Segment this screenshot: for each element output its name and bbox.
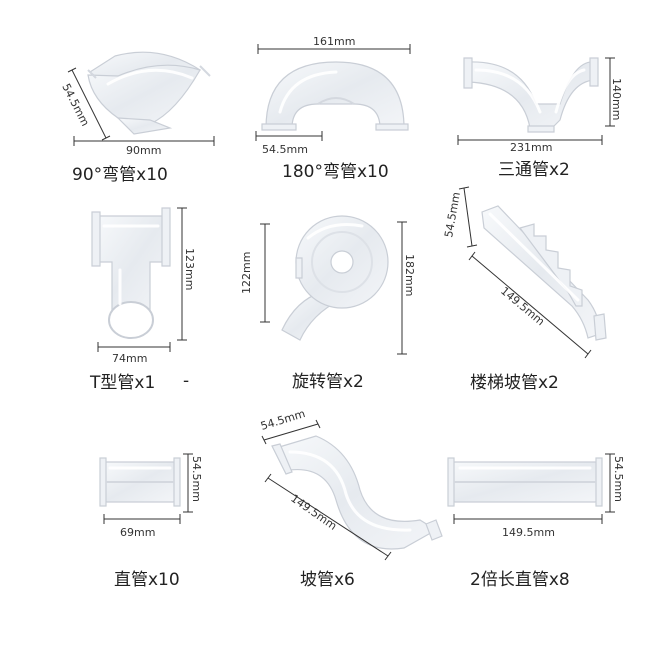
part-label: T型管x1 — [89, 373, 155, 393]
dim-text: 182mm — [403, 254, 416, 296]
item-double-straight: 54.5mm 149.5mm 2倍长直管x8 — [447, 453, 625, 590]
item-90-elbow: 54.5mm 90mm 90°弯管x10 — [59, 51, 215, 185]
dim-text: 54.5mm — [190, 456, 203, 502]
item-stair-slope: 54.5mm 149.5mm 楼梯坡管x2 — [442, 186, 607, 393]
dim-elbow-90-width: 90mm — [73, 136, 215, 157]
dim-stair-width: 54.5mm — [442, 186, 478, 248]
dim-three-way-width: 231mm — [457, 135, 603, 154]
dim-text: 54.5mm — [262, 143, 308, 156]
dim-text: 123mm — [183, 248, 196, 290]
elbow-90-image — [87, 51, 211, 135]
t-pipe-image — [91, 207, 171, 339]
dim-text: 90mm — [126, 144, 161, 157]
dim-straight-height: 54.5mm — [183, 453, 203, 513]
item-straight: 54.5mm 69mm 直管x10 — [99, 453, 203, 590]
item-t-pipe: 123mm 74mm T型管x1 - — [89, 207, 196, 393]
part-label: 旋转管x2 — [292, 372, 364, 392]
part-label: 楼梯坡管x2 — [470, 373, 559, 393]
dim-text: 54.5mm — [612, 456, 625, 502]
dim-elbow-180-opening: 54.5mm — [255, 131, 323, 156]
double-straight-image — [447, 457, 603, 507]
dim-text: 69mm — [120, 526, 155, 539]
item-slope: 54.5mm 149.5mm 坡管x6 — [259, 407, 443, 590]
item-180-elbow: 161mm 54.5mm 180°弯管x10 — [255, 35, 411, 182]
dim-text: 149.5mm — [288, 492, 339, 533]
part-label: 三通管x2 — [498, 160, 570, 180]
dim-t-pipe-width: 74mm — [97, 342, 171, 365]
spiral-image — [281, 215, 389, 341]
stray-dash-mark: - — [183, 371, 189, 391]
dim-text: 161mm — [313, 35, 355, 48]
dim-text: 149.5mm — [502, 526, 555, 539]
dim-double-straight-width: 149.5mm — [453, 514, 603, 539]
dim-text: 231mm — [510, 141, 552, 154]
part-label: 90°弯管x10 — [72, 165, 168, 185]
spiral-center-hole — [330, 250, 354, 274]
t-pipe-opening — [108, 301, 154, 339]
dim-straight-width: 69mm — [103, 514, 181, 539]
item-three-way: 140mm 231mm 三通管x2 — [457, 57, 623, 180]
part-label: 坡管x6 — [300, 570, 355, 590]
dim-text: 149.5mm — [498, 284, 547, 328]
dim-text: 122mm — [240, 252, 253, 294]
three-way-image — [463, 57, 599, 133]
part-label: 直管x10 — [114, 570, 180, 590]
part-label: 180°弯管x10 — [282, 162, 389, 182]
dim-text: 54.5mm — [59, 81, 91, 128]
dim-text: 74mm — [112, 352, 147, 365]
dim-spiral-width: 182mm — [397, 221, 416, 355]
dim-text: 54.5mm — [442, 191, 463, 238]
stair-slope-image — [481, 205, 607, 341]
slope-image — [271, 435, 443, 550]
dim-text: 140mm — [610, 78, 623, 120]
dim-elbow-180-width: 161mm — [257, 35, 411, 54]
dim-spiral-height: 122mm — [240, 223, 270, 323]
part-label: 2倍长直管x8 — [470, 570, 570, 590]
straight-image — [99, 457, 181, 507]
dim-t-pipe-height: 123mm — [177, 207, 196, 341]
dim-double-straight-height: 54.5mm — [605, 453, 625, 513]
item-spiral: 122mm 182mm 旋转管x2 — [240, 215, 416, 392]
dim-three-way-height: 140mm — [605, 57, 623, 127]
elbow-180-image — [261, 61, 409, 131]
